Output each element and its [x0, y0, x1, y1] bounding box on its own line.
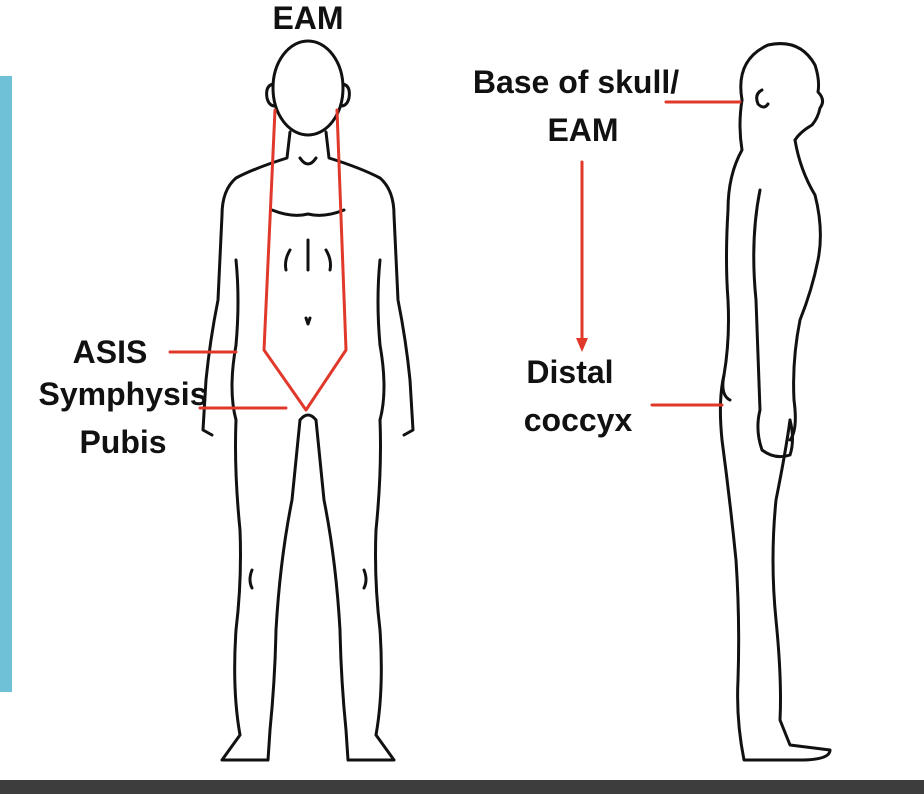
annotation-lines [168, 100, 742, 412]
side-top-label-line1: Base of skull/ [472, 64, 680, 100]
side-body-outline [718, 42, 832, 762]
side-bottom-label-line2: coccyx [523, 402, 633, 438]
symphysis-label-line2: Pubis [79, 424, 167, 460]
side-bottom-label-line1: Distal [526, 354, 614, 390]
side-accent-bar [0, 76, 12, 692]
torso-outline-shape [262, 108, 348, 412]
asis-label: ASIS [72, 334, 148, 370]
front-body-outline [201, 39, 415, 762]
front-top-label: EAM [272, 0, 344, 36]
arrow-head [576, 338, 588, 352]
bottom-bar [0, 780, 924, 794]
side-top-label-line2: EAM [547, 112, 619, 148]
symphysis-label-line1: Symphysis [38, 376, 208, 412]
